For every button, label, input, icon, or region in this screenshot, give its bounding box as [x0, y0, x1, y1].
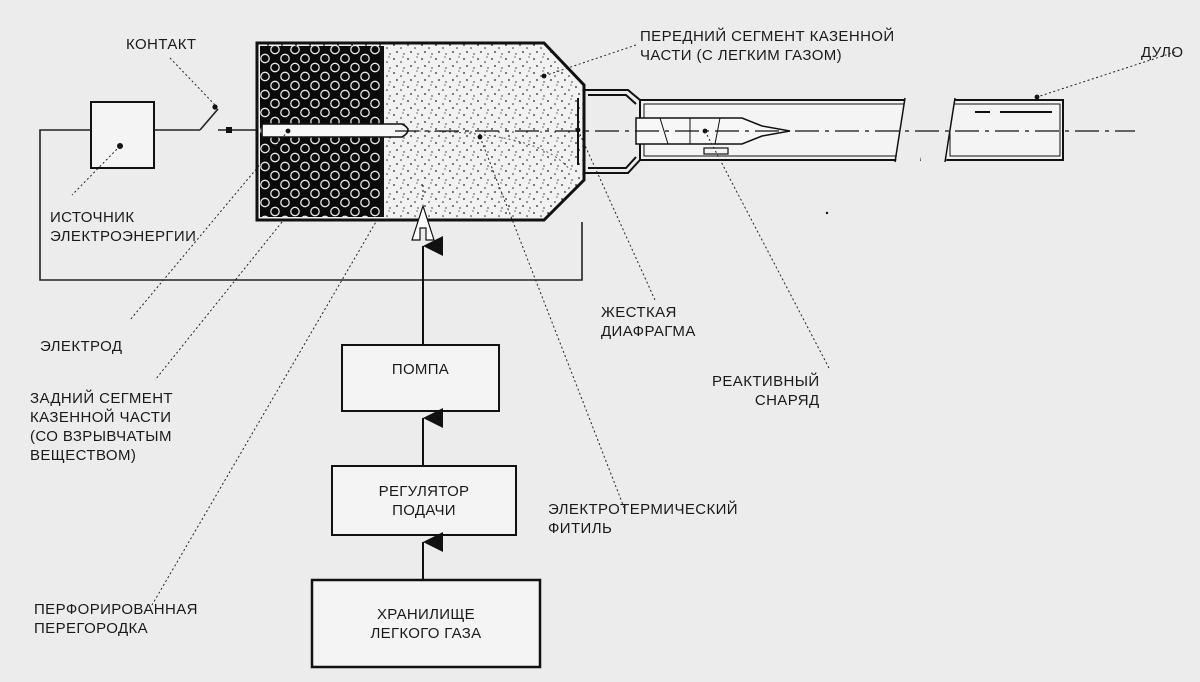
circuit-wire — [39, 108, 583, 281]
projectile — [635, 117, 791, 155]
label-power-source: ИСТОЧНИК ЭЛЕКТРОЭНЕРГИИ — [50, 209, 197, 245]
label-front-segment: ПЕРЕДНИЙ СЕГМЕНТ КАЗЕННОЙ ЧАСТИ (С ЛЕГКИ… — [640, 28, 895, 64]
label-contact: КОНТАКТ — [126, 36, 197, 53]
contact-switch — [212, 104, 218, 110]
barrel — [639, 94, 1064, 163]
contact-terminal — [226, 127, 232, 133]
electrode — [261, 123, 409, 138]
storage-box — [310, 578, 542, 669]
gas-inlet — [411, 204, 435, 241]
label-fuse: ЭЛЕКТРОТЕРМИЧЕСКИЙ ФИТИЛЬ — [548, 501, 738, 537]
label-electrode: ЭЛЕКТРОД — [40, 338, 123, 355]
leader-lines — [71, 44, 1176, 606]
regulator-box — [331, 465, 517, 536]
regulator-label: РЕГУЛЯТОР ПОДАЧИ — [378, 482, 470, 519]
label-rigid-diaphragm: ЖЕСТКАЯ ДИАФРАГМА — [601, 304, 696, 340]
pump-box — [341, 344, 500, 412]
label-rear-segment: ЗАДНИЙ СЕГМЕНТ КАЗЕННОЙ ЧАСТИ (СО ВЗРЫВЧ… — [30, 390, 173, 464]
power-source-box — [90, 101, 155, 169]
label-projectile: РЕАКТИВНЫЙ СНАРЯД — [712, 373, 820, 409]
label-barrel: ДУЛО — [1141, 44, 1184, 61]
pump-label: ПОМПА — [391, 360, 450, 378]
storage-label: ХРАНИЛИЩЕ ЛЕГКОГО ГАЗА — [370, 605, 482, 642]
label-perforated-partition: ПЕРФОРИРОВАННАЯ ПЕРЕГОРОДКА — [34, 601, 198, 637]
